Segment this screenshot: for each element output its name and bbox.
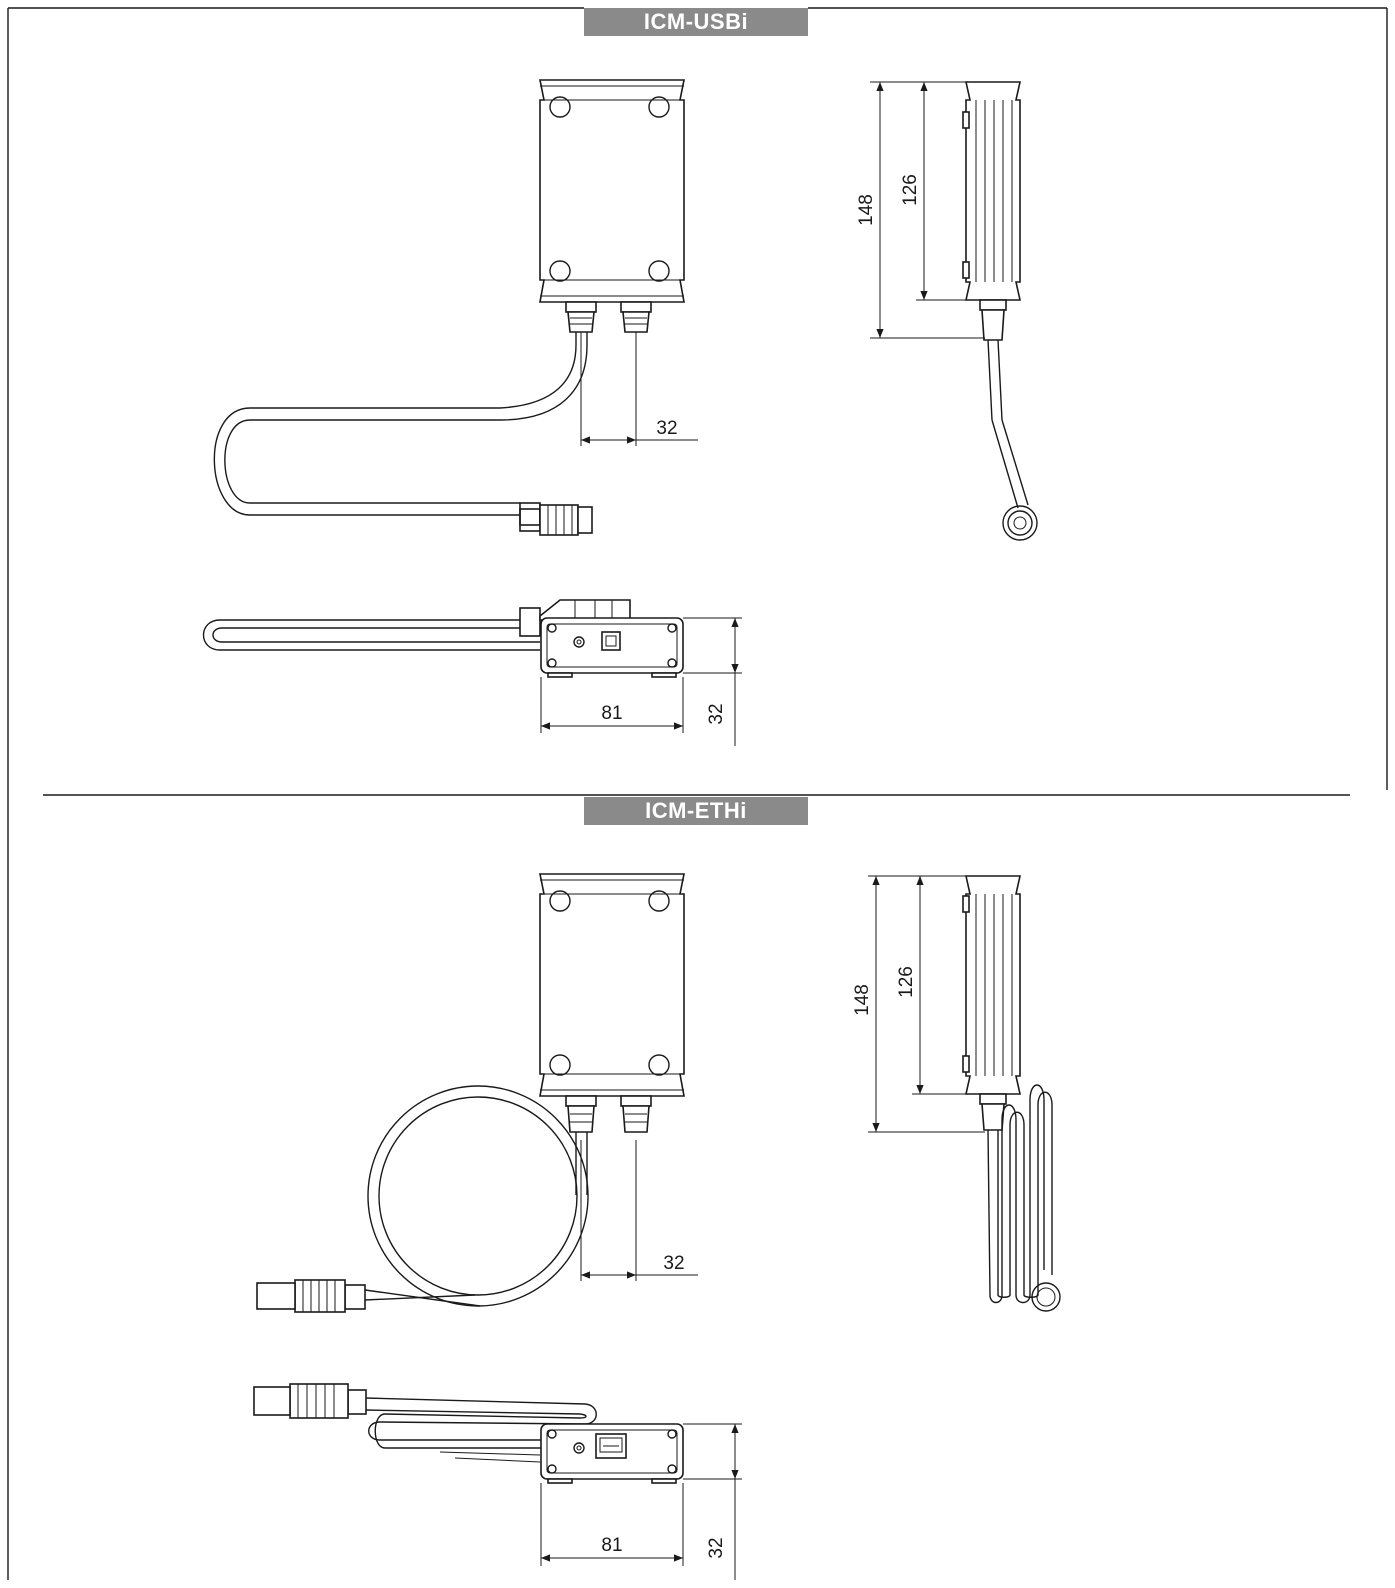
usbi-body-height-label: 126: [900, 174, 921, 206]
usbi-bottom-view: [203, 599, 684, 678]
usbi-height-dims: 148 126: [856, 81, 985, 339]
ethi-side-view: [962, 875, 1061, 1312]
usbi-gland-spacing-dim: 32: [580, 332, 698, 446]
ethi-bottom-view: [253, 1383, 684, 1484]
ethi-width-label: 81: [601, 1535, 622, 1556]
usbi-depth-label: 32: [706, 703, 727, 724]
ethi-gland-spacing-dim: 32: [580, 1140, 698, 1281]
ethi-depth-label: 32: [706, 1537, 727, 1558]
sheet-frame: [7, 7, 1388, 1580]
section-title-ethi: ICM-ETHi: [584, 797, 808, 825]
usbi-width-label: 81: [601, 703, 622, 724]
usbi-width-depth-dims: 81 32: [540, 617, 742, 746]
ethi-front-view: [256, 873, 685, 1313]
section-title-usbi: ICM-USBi: [584, 8, 808, 36]
usbi-front-view: [213, 79, 685, 536]
ethi-spacing-label: 32: [663, 1253, 684, 1274]
ethi-body-height-label: 126: [896, 966, 917, 998]
ethi-total-height-label: 148: [852, 984, 873, 1016]
usbi-total-height-label: 148: [856, 194, 877, 226]
usbi-spacing-label: 32: [656, 418, 677, 439]
usbi-side-view: [962, 81, 1038, 541]
ethi-height-dims: 148 126: [852, 875, 985, 1133]
ethi-width-depth-dims: 81 32: [540, 1423, 742, 1580]
